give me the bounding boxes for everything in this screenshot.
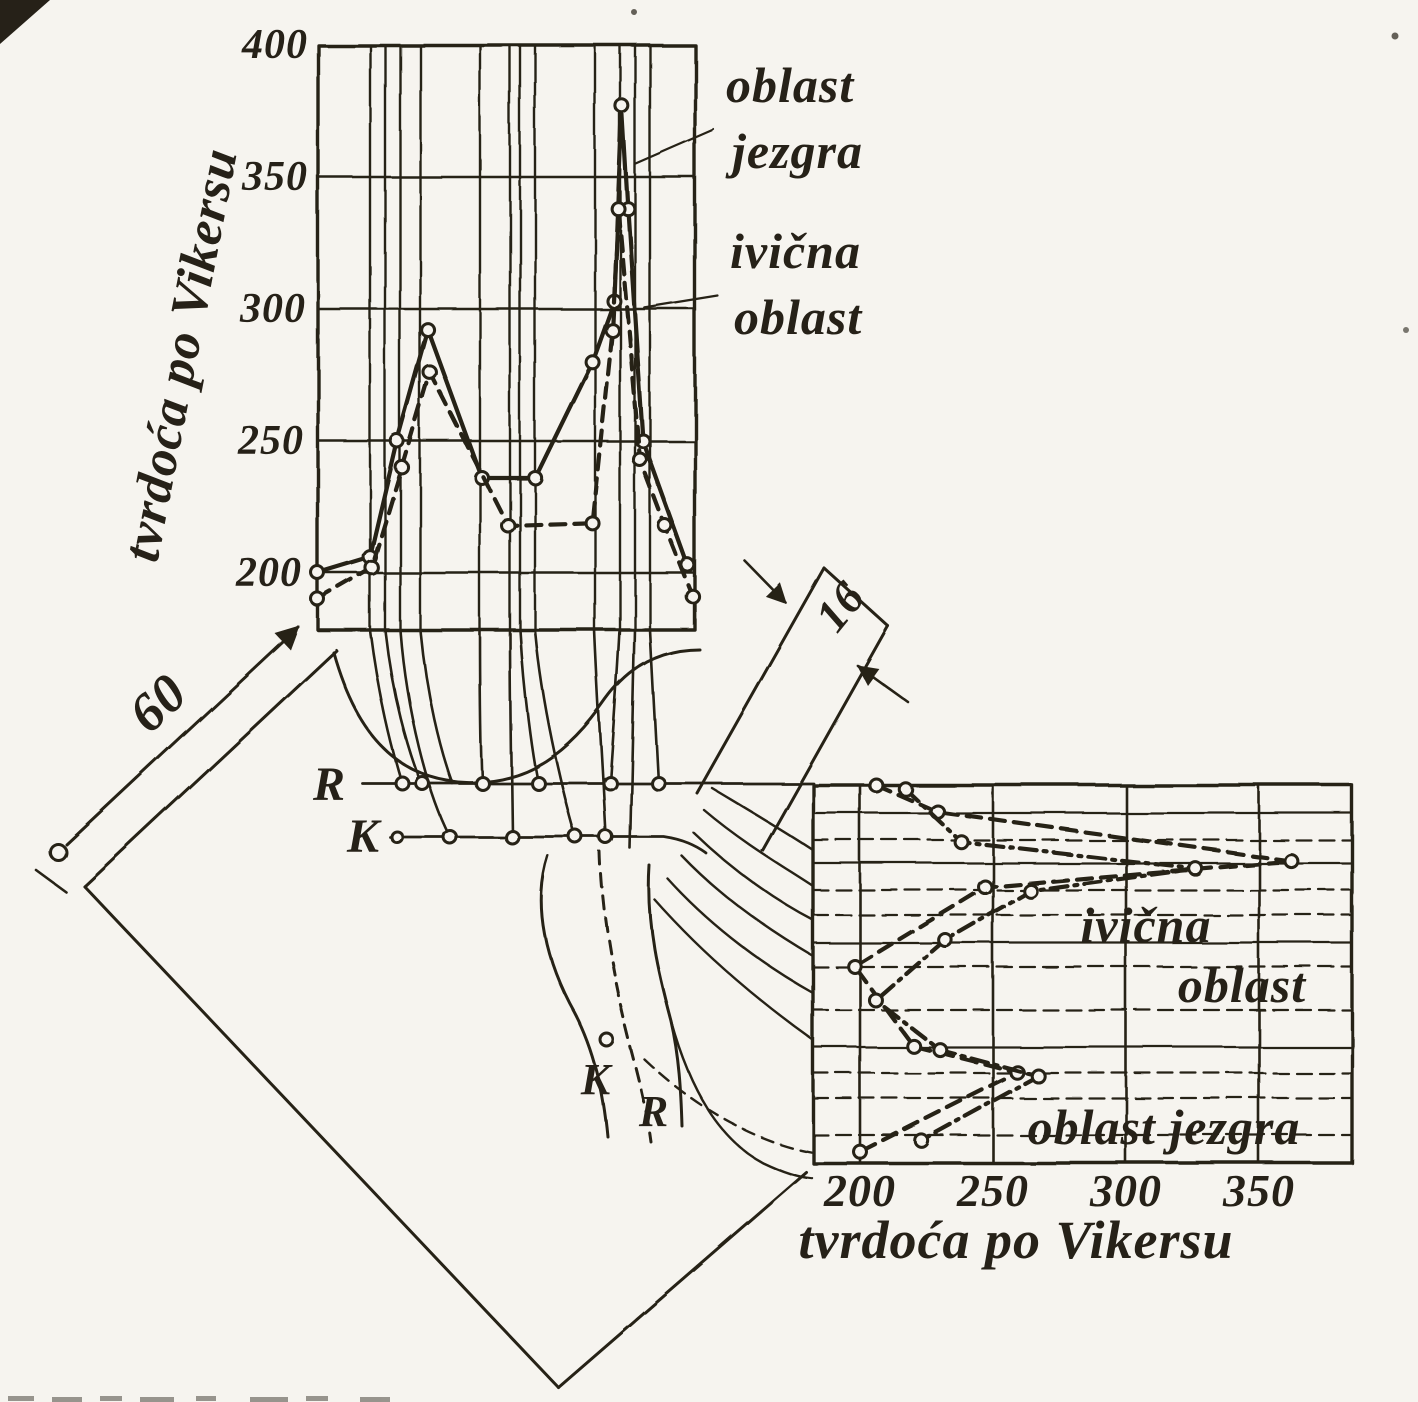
- data-point-marker: [612, 202, 625, 215]
- data-point-marker: [1189, 862, 1202, 875]
- data-point-marker: [422, 324, 435, 337]
- callout-core-line1: oblast: [726, 57, 855, 113]
- thickness-arrow-upper: [744, 560, 786, 603]
- data-point-marker: [1284, 854, 1297, 867]
- r-upper-label: R: [312, 758, 346, 811]
- width-dimension-end-circle: [50, 844, 66, 860]
- data-point-marker: [1024, 884, 1037, 897]
- x-tick-250: 250: [956, 1165, 1029, 1216]
- k-lower-label: K: [580, 1055, 613, 1104]
- y-tick-300: 300: [239, 286, 306, 332]
- k-upper-label: K: [346, 810, 382, 863]
- data-point-marker: [1032, 1070, 1045, 1083]
- x-tick-200: 200: [823, 1165, 896, 1216]
- right-edge-region-label-line2: oblast: [1178, 957, 1307, 1013]
- right-x-axis-title: tvrdoća po Vikersu: [798, 1210, 1233, 1270]
- data-point-marker: [899, 782, 912, 795]
- cutoff-caption-fragments: [8, 1396, 390, 1402]
- plate-strip-left-edge: [697, 568, 824, 793]
- plate-strip-right-edge: [762, 626, 888, 850]
- data-point-marker: [312, 567, 325, 580]
- data-point-marker: [586, 516, 599, 529]
- upper-groove-curve: [333, 650, 700, 782]
- width-dimension-line: [66, 627, 298, 844]
- traverse-fan-lines: [370, 630, 658, 848]
- callout-edge-line2: oblast: [734, 289, 863, 345]
- data-point-marker: [606, 324, 619, 337]
- y-tick-250: 250: [237, 418, 304, 464]
- corner-ink-mark: [0, 0, 50, 44]
- callout-core-line2: jezgra: [725, 123, 863, 179]
- data-point-marker: [365, 561, 378, 574]
- width-dimension-tick: [36, 870, 66, 892]
- top-callout-leaders: [636, 130, 718, 308]
- y-tick-400: 400: [241, 22, 308, 68]
- k-upper-line: [390, 837, 706, 853]
- r-lower-label: R: [638, 1087, 669, 1136]
- data-point-marker: [658, 519, 671, 532]
- data-point-marker: [687, 590, 700, 603]
- top-y-axis-title: tvrdoća po Vikersu: [113, 143, 249, 566]
- data-point-marker: [633, 453, 646, 466]
- data-point-marker: [529, 471, 542, 484]
- data-point-marker: [615, 99, 628, 112]
- traverse-marker-circles: [392, 777, 665, 1047]
- thickness-arrow-lower: [858, 666, 908, 702]
- left-plate-left-edge: [84, 886, 558, 1387]
- data-point-marker: [854, 1145, 867, 1158]
- data-point-marker: [848, 960, 861, 973]
- data-point-marker: [869, 779, 882, 792]
- y-tick-350: 350: [241, 154, 308, 200]
- data-point-marker: [907, 1039, 920, 1052]
- x-tick-300: 300: [1089, 1165, 1162, 1216]
- callout-edge-line1: ivična: [730, 223, 861, 279]
- right-edge-region-label-line1: ivična: [1081, 897, 1212, 953]
- data-point-marker: [955, 835, 968, 848]
- projection-lines: [645, 788, 813, 1152]
- data-point-marker: [915, 1134, 928, 1147]
- figure-text: tvrdoća po Vikersu 400 350 300 250 200 o…: [113, 22, 1307, 1270]
- data-point-marker: [979, 881, 992, 894]
- data-point-marker: [939, 933, 952, 946]
- data-point-marker: [396, 461, 409, 474]
- x-tick-350: 350: [1222, 1165, 1295, 1216]
- data-point-marker: [933, 1043, 946, 1056]
- data-point-marker: [312, 593, 325, 606]
- y-tick-200: 200: [235, 550, 302, 596]
- series-line-oblast-jezgra: [318, 106, 688, 573]
- left-plate-top-edge: [84, 650, 336, 886]
- left-plate-bottom-edge: [558, 1172, 806, 1387]
- data-point-marker: [869, 994, 882, 1007]
- data-point-marker: [423, 366, 436, 379]
- data-point-marker: [391, 435, 404, 448]
- data-point-marker: [586, 355, 599, 368]
- right-core-region-label: oblast jezgra: [1028, 1099, 1301, 1155]
- data-point-marker: [502, 519, 515, 532]
